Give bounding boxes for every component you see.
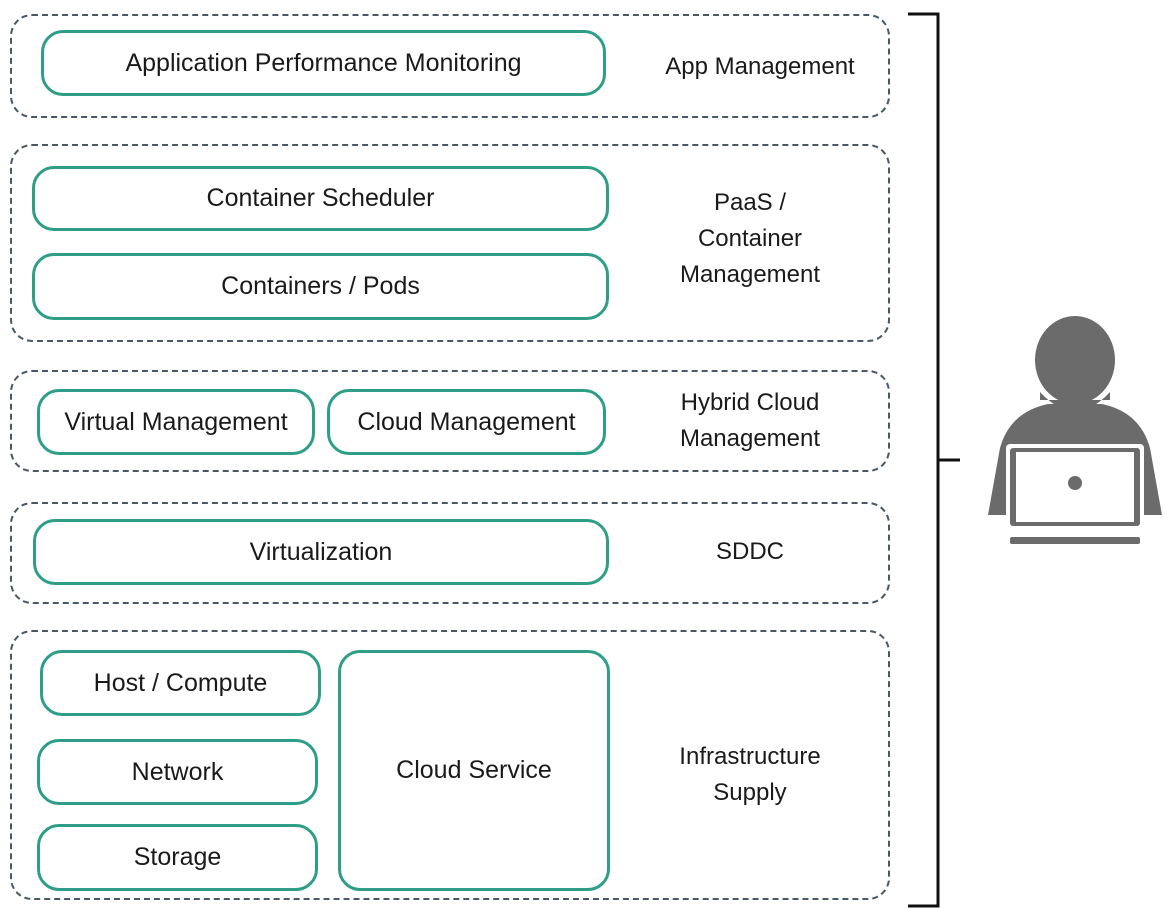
layer-infrastructure-supply	[10, 630, 890, 900]
box-cloud-management: Cloud Management	[327, 389, 606, 455]
label-app-management: App Management	[665, 53, 855, 80]
box-network: Network	[37, 739, 318, 805]
stack-bracket	[908, 12, 960, 908]
box-host-compute: Host / Compute	[40, 650, 321, 716]
box-virtual-management: Virtual Management	[37, 389, 315, 455]
box-containers-pods: Containers / Pods	[32, 253, 609, 320]
layer-app-management	[10, 14, 890, 118]
user-with-laptop-icon	[988, 316, 1162, 544]
box-cloud-service: Cloud Service	[338, 650, 610, 891]
box-virtualization: Virtualization	[33, 519, 609, 585]
layer-hybrid-cloud-management	[10, 370, 890, 472]
label-paas-container-management: PaaS / Container Management	[679, 189, 821, 288]
box-storage: Storage	[37, 824, 318, 891]
label-infrastructure-supply: Infrastructure Supply	[679, 743, 821, 806]
box-application-performance-monitoring: Application Performance Monitoring	[41, 30, 606, 96]
layer-sddc	[10, 502, 890, 604]
label-hybrid-cloud-management: Hybrid Cloud Management	[679, 389, 821, 452]
label-sddc: SDDC	[715, 538, 784, 565]
box-container-scheduler: Container Scheduler	[32, 166, 609, 231]
layer-paas-container-management	[10, 144, 890, 342]
